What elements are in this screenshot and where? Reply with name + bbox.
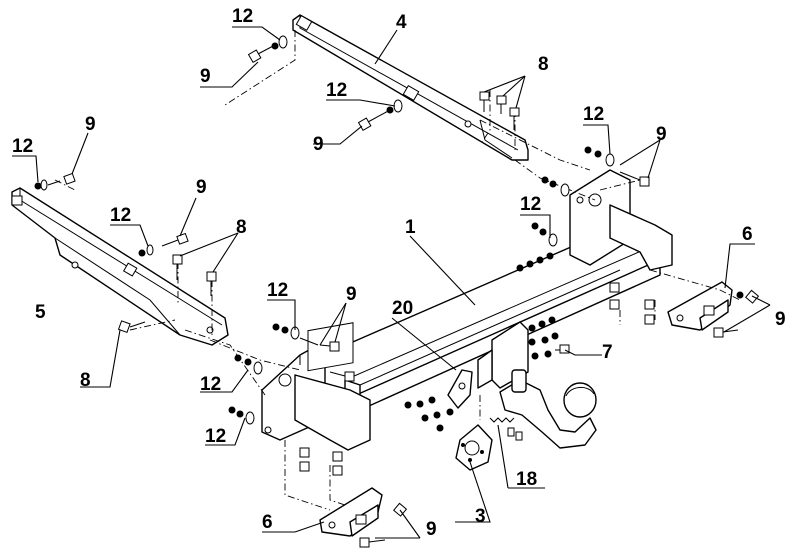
coupling-bolts [404, 316, 570, 432]
callout-12: 12 [110, 205, 131, 226]
part-1-main-cross-beam [261, 169, 673, 451]
bolt [357, 109, 391, 132]
callout-8: 8 [236, 217, 247, 238]
callout-9: 9 [656, 124, 667, 145]
callout-6: 6 [742, 224, 753, 245]
washer-nut [271, 35, 288, 50]
callout-12: 12 [12, 136, 33, 157]
callout-9: 9 [775, 309, 786, 330]
part-3-socket-plate [455, 424, 493, 471]
part-18-spring-set [489, 417, 523, 441]
bolt [359, 502, 408, 548]
part-6-bottom-angle-bracket [319, 487, 383, 537]
fasteners [34, 35, 760, 548]
alignment-lines [54, 30, 741, 511]
callout-1: 1 [405, 217, 416, 238]
callout-7: 7 [602, 342, 613, 363]
callout-8: 8 [538, 54, 549, 75]
callout-12: 12 [200, 374, 221, 395]
washer-nut [584, 146, 650, 187]
tow-ball-coupling [477, 321, 597, 449]
callout-3: 3 [475, 506, 486, 527]
callout-20: 20 [392, 298, 413, 319]
callout-5: 5 [35, 302, 46, 323]
bolt [713, 289, 760, 338]
callout-12: 12 [326, 80, 347, 101]
part-4-right-side-bracket [292, 14, 529, 161]
bolt [299, 371, 355, 476]
callout-8: 8 [80, 370, 91, 391]
callout-9: 9 [200, 66, 211, 87]
bolt [138, 232, 189, 257]
callout-9: 9 [346, 284, 357, 305]
part-20-bracket [447, 369, 473, 409]
callout-18: 18 [516, 469, 537, 490]
callout-9: 9 [196, 177, 207, 198]
callout-12: 12 [583, 104, 604, 125]
bolt [172, 254, 217, 296]
callout-9: 9 [426, 519, 437, 540]
callout-9: 9 [85, 114, 96, 135]
washer-nut [531, 176, 570, 247]
washer-nut [228, 354, 263, 425]
callout-numbers: 12 9 12 9 4 8 12 9 12 9 12 9 8 12 1 6 9 … [12, 6, 786, 540]
nut-row [516, 252, 655, 325]
callout-12: 12 [232, 6, 253, 27]
part-6-right-angle-bracket [667, 281, 733, 331]
callout-12: 12 [267, 280, 288, 301]
washer-nut [386, 99, 403, 114]
callout-12: 12 [205, 426, 226, 447]
bolt [247, 44, 276, 64]
washer-nut [272, 323, 340, 352]
part-5-left-side-bracket [11, 187, 229, 346]
callout-12: 12 [520, 194, 541, 215]
callout-4: 4 [396, 12, 407, 33]
callout-6: 6 [262, 512, 273, 533]
bolt [117, 320, 146, 334]
bolt [34, 172, 76, 191]
callout-9: 9 [313, 134, 324, 155]
leader-lines [12, 26, 771, 539]
